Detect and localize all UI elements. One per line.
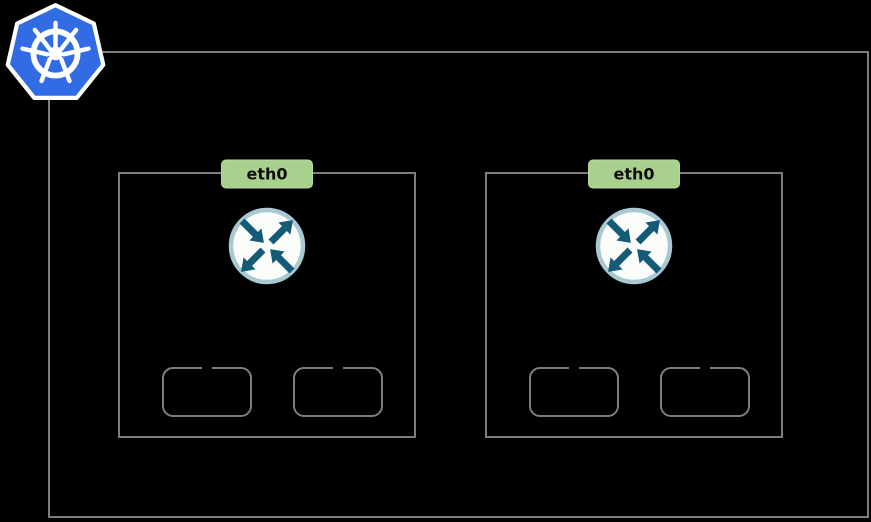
cluster-boundary-box [48,51,869,518]
router-icon [594,206,674,286]
pod-box [162,367,252,417]
pod-connector-notch [333,367,343,369]
pod-box [529,367,619,417]
eth0-label: eth0 [221,159,313,189]
pod-box [293,367,383,417]
node-box-1: eth0 [118,159,416,438]
router-icon [227,206,307,286]
node-box-2: eth0 [485,159,783,438]
pod-connector-notch [700,367,710,369]
pod-box [660,367,750,417]
kubernetes-logo-icon [3,2,108,107]
pod-connector-notch [569,367,579,369]
eth0-label: eth0 [588,159,680,189]
pod-connector-notch [202,367,212,369]
